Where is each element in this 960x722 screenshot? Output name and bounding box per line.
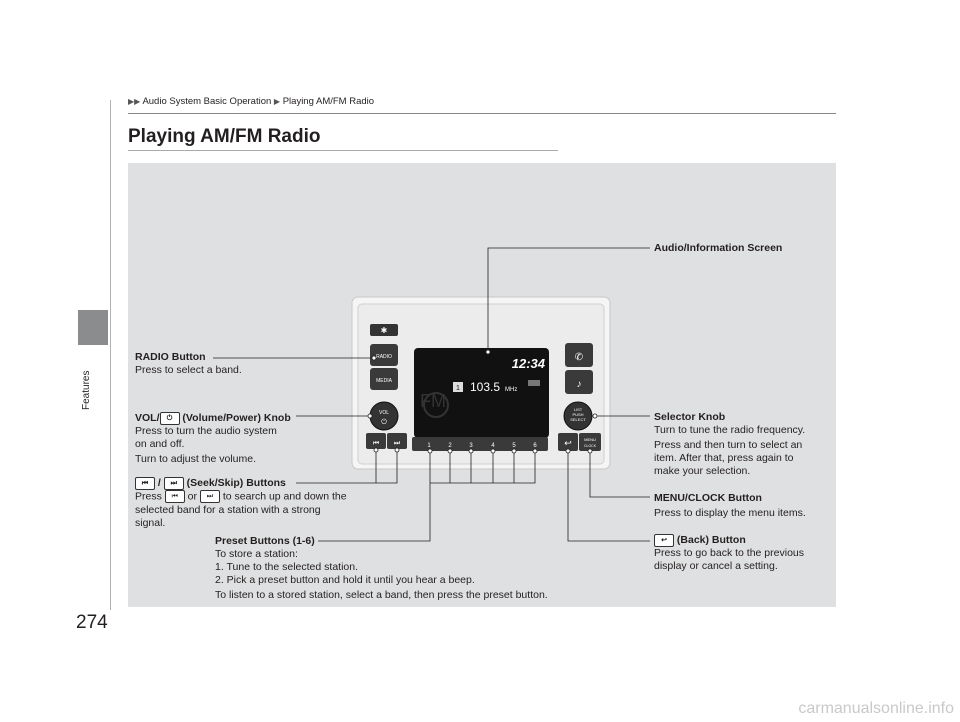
callout-presets-title: Preset Buttons (1-6) xyxy=(215,535,315,547)
callout-selector: Selector Knob Turn to tune the radio fre… xyxy=(654,411,805,478)
svg-text:✱: ✱ xyxy=(381,326,388,335)
breadcrumb-page[interactable]: Playing AM/FM Radio xyxy=(282,96,375,107)
svg-text:6: 6 xyxy=(533,443,537,449)
page-title: Playing AM/FM Radio xyxy=(128,126,321,147)
back-button xyxy=(558,433,578,451)
callout-presets: Preset Buttons (1-6) To store a station:… xyxy=(215,535,548,602)
callout-menu: MENU/CLOCK Button Press to display the m… xyxy=(654,492,806,520)
breadcrumb-section[interactable]: Audio System Basic Operation xyxy=(142,96,272,107)
svg-text:1: 1 xyxy=(427,443,431,449)
screen-unit: MHz xyxy=(505,387,517,393)
callout-seek: ⏮ / ⏭ (Seek/Skip) Buttons Press ⏮ or ⏭ t… xyxy=(135,477,347,530)
screen-time: 12:34 xyxy=(512,356,546,371)
callout-radio-title: RADIO Button xyxy=(135,351,206,363)
callout-menu-title: MENU/CLOCK Button xyxy=(654,492,762,504)
svg-text:⏻: ⏻ xyxy=(381,418,387,426)
svg-text:LIST: LIST xyxy=(574,407,583,412)
svg-text:⏭: ⏭ xyxy=(394,440,401,447)
callout-vol-line: Press to turn the audio system xyxy=(135,425,277,438)
callout-audio-screen-title: Audio/Information Screen xyxy=(654,242,783,254)
seek-down-button xyxy=(366,433,386,449)
phone-button xyxy=(565,343,593,367)
page-number: 274 xyxy=(76,612,108,633)
seek-up-button xyxy=(387,433,407,449)
callout-seek-title: (Seek/Skip) Buttons xyxy=(183,477,286,490)
menu-button xyxy=(579,433,601,451)
svg-text:CLOCK: CLOCK xyxy=(584,444,597,448)
screen-preset: 1 xyxy=(456,385,460,392)
callout-back: ↩ (Back) Button Press to go back to the … xyxy=(654,534,804,573)
media-button-shape xyxy=(370,368,398,390)
callout-seek-rest: to search up and down the xyxy=(219,490,347,503)
callout-radio-line: Press to select a band. xyxy=(135,364,242,376)
callout-seek-or: or xyxy=(184,490,200,503)
callout-vol-title-a: VOL/ xyxy=(135,412,160,425)
margin-rule xyxy=(110,100,111,610)
breadcrumb: ▶▶ Audio System Basic Operation ▶ Playin… xyxy=(128,96,374,107)
seek-up-icon: ⏭ xyxy=(199,490,220,504)
callout-presets-line: 2. Pick a preset button and hold it unti… xyxy=(215,574,475,586)
seek-down-icon: ⏮ xyxy=(135,477,155,490)
hazard-button xyxy=(370,324,398,336)
back-icon: ↩ xyxy=(654,534,674,547)
callout-vol-knob: VOL/⏻ (Volume/Power) Knob Press to turn … xyxy=(135,412,291,466)
callout-vol-line: on and off. xyxy=(135,438,185,451)
callout-presets-line: To store a station: xyxy=(215,548,298,560)
section-tab-marker xyxy=(78,310,108,345)
media-button-label: MEDIA xyxy=(376,378,393,384)
svg-text:4: 4 xyxy=(491,443,495,449)
callout-radio-button: RADIO Button Press to select a band. xyxy=(135,351,242,377)
svg-text:3: 3 xyxy=(469,443,473,449)
svg-text:SELECT: SELECT xyxy=(570,417,586,422)
screen-band: FM xyxy=(420,391,446,411)
callout-seek-line: selected band for a station with a stron… xyxy=(135,503,321,516)
radio-button-shape xyxy=(370,344,398,366)
talk-button xyxy=(565,370,593,394)
callout-vol-line: Turn to adjust the volume. xyxy=(135,453,257,466)
callout-seek-press: Press xyxy=(135,490,165,503)
watermark: carmanualsonline.info xyxy=(798,700,954,717)
svg-text:PUSH: PUSH xyxy=(572,412,583,417)
callout-presets-line: 1. Tune to the selected station. xyxy=(215,561,359,573)
svg-text:⏮: ⏮ xyxy=(373,440,379,447)
svg-text:2: 2 xyxy=(448,443,452,449)
seek-down-icon: ⏮ xyxy=(164,490,185,504)
breadcrumb-arrow-icon: ▶ xyxy=(273,97,281,106)
seek-up-icon: ⏭ xyxy=(163,477,184,490)
breadcrumb-arrows-icon: ▶▶ xyxy=(128,97,141,106)
power-icon: ⏻ xyxy=(159,412,180,425)
svg-text:↩: ↩ xyxy=(564,438,572,448)
callout-selector-title: Selector Knob xyxy=(654,411,726,423)
callout-seek-sep: / xyxy=(155,477,164,490)
header-rule xyxy=(128,113,836,114)
vol-knob-label: VOL xyxy=(379,410,389,416)
callout-seek-line: signal. xyxy=(135,516,166,529)
svg-text:5: 5 xyxy=(512,443,516,449)
svg-text:✆: ✆ xyxy=(575,352,583,363)
callout-vol-title-b: (Volume/Power) Knob xyxy=(179,412,291,425)
callout-selector-line: Press and then turn to select an xyxy=(654,439,803,451)
radio-button-label: RADIO xyxy=(376,354,392,360)
callout-presets-line: To listen to a stored station, select a … xyxy=(215,589,548,601)
audio-screen xyxy=(414,348,549,438)
callout-audio-screen: Audio/Information Screen xyxy=(654,242,782,255)
title-rule xyxy=(128,150,558,151)
callout-selector-line: item. After that, press again to xyxy=(654,452,794,464)
preset-bar xyxy=(412,437,548,451)
callout-menu-line: Press to display the menu items. xyxy=(654,507,806,519)
callout-selector-line: Turn to tune the radio frequency. xyxy=(654,424,806,436)
callout-back-title: (Back) Button xyxy=(674,534,746,547)
callout-back-line: display or cancel a setting. xyxy=(654,560,778,573)
callout-back-line: Press to go back to the previous xyxy=(654,547,804,560)
svg-text:♪: ♪ xyxy=(577,379,582,390)
svg-text:MENU: MENU xyxy=(584,437,596,442)
selector-knob-shape xyxy=(563,401,593,431)
screen-frequency: 103.5 xyxy=(470,380,500,394)
callout-selector-line: make your selection. xyxy=(654,465,751,477)
